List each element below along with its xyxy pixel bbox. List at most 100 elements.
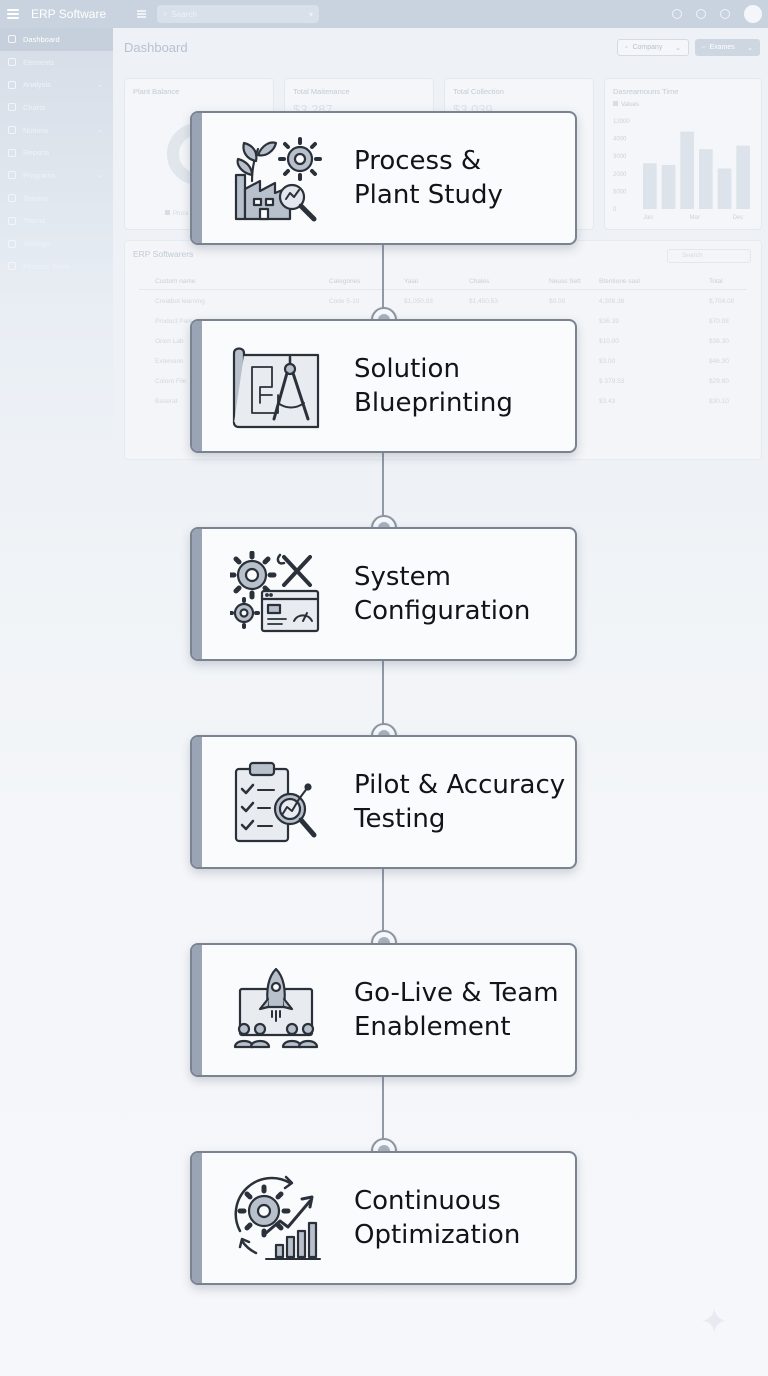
list-icon bbox=[8, 194, 16, 203]
timeline-connector bbox=[382, 660, 384, 738]
sidebar-item-dashboard[interactable]: Dashboard bbox=[0, 28, 113, 51]
sidebar-item-finance-store[interactable]: Finance Store bbox=[0, 255, 113, 278]
card-accent-bar bbox=[192, 737, 202, 867]
y-tick-label: 4000 bbox=[613, 137, 627, 143]
sidebar-item-teams[interactable]: Teams bbox=[0, 210, 113, 233]
table-row[interactable]: Product Pale $36.39 $70.08 bbox=[139, 318, 747, 330]
y-tick-label: 12000 bbox=[613, 119, 630, 125]
gear-growth-chart-icon bbox=[230, 1175, 322, 1263]
chart-icon bbox=[8, 103, 16, 112]
table-cell: Colorn File bbox=[155, 378, 187, 385]
table-header-cell: Total bbox=[709, 278, 723, 285]
hamburger-menu-icon[interactable] bbox=[7, 9, 21, 19]
table-cell: Orion Lab bbox=[155, 338, 184, 345]
table-title: ERP Softwarers bbox=[133, 249, 194, 259]
card-accent-bar bbox=[192, 529, 202, 659]
y-tick-label: 5000 bbox=[613, 189, 627, 195]
top-bar: ERP Software ⌕ Search ▾ bbox=[0, 0, 768, 28]
step-card-pilot-accuracy-testing[interactable]: Pilot & Accuracy Testing bbox=[190, 735, 577, 869]
sidebar-item-reports[interactable]: Reports bbox=[0, 141, 113, 164]
sidebar-item-programs[interactable]: Programs⌄ bbox=[0, 164, 113, 187]
gears-tools-dashboard-icon bbox=[230, 551, 322, 639]
timeline-connector bbox=[382, 244, 384, 322]
avatar[interactable] bbox=[744, 5, 762, 23]
clipboard-magnifier-icon bbox=[230, 759, 322, 847]
factory-analysis-icon bbox=[230, 135, 322, 223]
rocket-team-icon bbox=[230, 967, 322, 1055]
bar bbox=[717, 168, 732, 209]
chevron-down-icon: ⌄ bbox=[97, 81, 103, 89]
help-icon[interactable] bbox=[696, 9, 706, 19]
home-icon bbox=[8, 35, 16, 44]
company-select[interactable]: ▫Company⌄ bbox=[617, 39, 689, 56]
card-accent-bar bbox=[192, 1153, 202, 1283]
x-tick-label: Mar bbox=[690, 215, 700, 221]
sidebar-item-notions[interactable]: Notions⌄ bbox=[0, 119, 113, 142]
table-cell: $,704.00 bbox=[709, 298, 735, 305]
table-cell: $70.08 bbox=[709, 318, 729, 325]
y-tick-label: 3000 bbox=[613, 154, 627, 160]
team-icon bbox=[8, 216, 16, 225]
table-header-cell: Custom name bbox=[155, 278, 196, 285]
collapse-menu-icon[interactable] bbox=[137, 10, 147, 18]
settings-icon[interactable] bbox=[672, 9, 682, 19]
table-header-cell: Neuss Sett bbox=[549, 278, 581, 285]
step-label: Continuous Optimization bbox=[354, 1186, 521, 1250]
page-title: Dashboard bbox=[124, 40, 188, 55]
timeline-connector bbox=[382, 1076, 384, 1154]
table-cell: $10.00 bbox=[599, 338, 619, 345]
notions-icon bbox=[8, 126, 16, 135]
y-tick-label: 0 bbox=[613, 207, 617, 213]
analysis-icon bbox=[8, 80, 16, 89]
report-icon bbox=[8, 148, 16, 157]
step-card-solution-blueprinting[interactable]: Solution Blueprinting bbox=[190, 319, 577, 453]
notification-bell-icon[interactable] bbox=[720, 9, 730, 19]
table-cell: $36.30 bbox=[709, 338, 729, 345]
filter-icon[interactable]: ▾ bbox=[308, 9, 313, 19]
table-cell: Product Pale bbox=[155, 318, 193, 325]
table-cell: Baserat bbox=[155, 398, 178, 405]
y-tick-label: 2000 bbox=[613, 172, 627, 178]
table-row[interactable]: Baserat$3.43$30.10 bbox=[139, 398, 747, 410]
table-row[interactable]: Extension$3.00$46.30 bbox=[139, 358, 747, 370]
search-placeholder: Search bbox=[171, 9, 197, 19]
timeline-connector bbox=[382, 868, 384, 946]
step-card-continuous-optimization[interactable]: Continuous Optimization bbox=[190, 1151, 577, 1285]
table-cell: Extension bbox=[155, 358, 184, 365]
search-input[interactable]: ⌕ Search ▾ bbox=[157, 5, 319, 23]
sidebar-item-teavins[interactable]: Teavins bbox=[0, 187, 113, 210]
step-card-go-live-team-enablement[interactable]: Go-Live & Team Enablement bbox=[190, 943, 577, 1077]
table-cell: Creatbot learning bbox=[155, 298, 205, 305]
step-card-process-plant-study[interactable]: Process & Plant Study bbox=[190, 111, 577, 245]
blueprint-compass-icon bbox=[230, 343, 322, 431]
table-header-cell: Btentione sasl bbox=[599, 278, 640, 285]
card-legend: Proce bbox=[165, 210, 189, 217]
chevron-down-icon: ⌄ bbox=[97, 127, 103, 135]
table-search-input[interactable]: Search bbox=[667, 249, 751, 263]
card-accent-bar bbox=[192, 113, 202, 243]
export-button[interactable]: ▫Exames⌄ bbox=[695, 39, 760, 56]
table-cell: $1,050.93 bbox=[404, 298, 433, 305]
table-cell: Code 5-10 bbox=[329, 298, 360, 305]
sidebar-item-elements[interactable]: Elements bbox=[0, 51, 113, 74]
step-card-system-configuration[interactable]: System Configuration bbox=[190, 527, 577, 661]
gear-icon bbox=[8, 239, 16, 248]
table-header-cell: Categories bbox=[329, 278, 361, 285]
bar bbox=[643, 163, 657, 209]
app-title: ERP Software bbox=[31, 7, 107, 21]
sidebar-item-settings[interactable]: Settings bbox=[0, 232, 113, 255]
table-cell: $36.39 bbox=[599, 318, 619, 325]
card-accent-bar bbox=[192, 945, 202, 1075]
sparkle-icon: ✦ bbox=[700, 1303, 729, 1341]
sidebar-item-analysis[interactable]: Analysis⌄ bbox=[0, 73, 113, 96]
table-row[interactable]: Orion Lab $10.00 $36.30 bbox=[139, 338, 747, 350]
table-cell: $ 379.53 bbox=[599, 378, 625, 385]
table-cell: $46.30 bbox=[709, 358, 729, 365]
sidebar-item-charts[interactable]: Charts bbox=[0, 96, 113, 119]
search-icon: ⌕ bbox=[163, 9, 168, 18]
store-icon bbox=[8, 262, 16, 271]
table-row[interactable]: Colorn File$ 379.53$29.60 bbox=[139, 378, 747, 390]
